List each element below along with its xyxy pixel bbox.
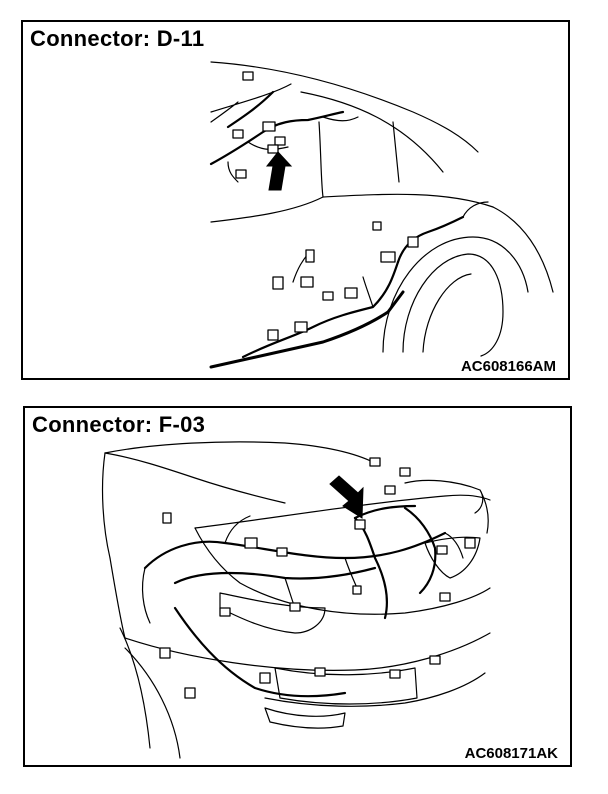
connector <box>242 71 254 81</box>
connector <box>344 287 358 299</box>
connector <box>294 321 308 333</box>
roof-harness <box>226 90 275 129</box>
tire-inner <box>422 273 472 353</box>
trunk-harness-2 <box>173 566 377 585</box>
connector <box>352 585 362 595</box>
vehicle-rear-harness-drawing <box>101 441 491 759</box>
connector-f03 <box>354 519 366 530</box>
roof-edge <box>104 441 376 464</box>
door-frame <box>210 196 324 223</box>
c-pillar <box>318 121 324 198</box>
bumper-lower <box>264 672 486 707</box>
connector <box>300 276 314 288</box>
window-edge <box>392 121 400 183</box>
pointer-arrow-icon <box>329 475 364 519</box>
exhaust <box>264 707 346 729</box>
lid-harness-2 <box>403 506 437 595</box>
connector <box>267 329 279 341</box>
trunk-edge <box>194 527 491 615</box>
branch-wire <box>444 532 464 559</box>
connector <box>384 485 396 495</box>
trunk-lid <box>194 494 491 529</box>
connector-d11 <box>267 144 279 154</box>
connector <box>259 672 271 684</box>
roof-line <box>210 61 479 153</box>
figure-code: AC608166AM <box>460 358 556 375</box>
figure-code: AC608171AK <box>464 745 558 762</box>
connector <box>244 537 258 549</box>
spoiler <box>404 479 489 534</box>
connector <box>322 291 334 301</box>
wheel-arch <box>119 627 151 749</box>
connector <box>276 547 288 557</box>
branch-wire <box>462 201 489 218</box>
tail-light-left <box>219 592 326 634</box>
sill-harness <box>209 290 405 369</box>
connector <box>262 121 276 132</box>
connector <box>407 236 419 248</box>
pointer-arrow-icon <box>265 151 293 191</box>
diagram-panel-f03: Connector: F-03 <box>23 406 572 767</box>
connector <box>464 537 476 549</box>
rear-window <box>104 452 286 504</box>
connector <box>232 129 244 139</box>
diagram-title: Connector: F-03 <box>32 412 206 437</box>
branch-wire <box>362 276 374 308</box>
connector <box>372 221 382 231</box>
c-pillar <box>101 452 111 559</box>
connector <box>159 647 171 659</box>
branch-wire <box>224 515 251 544</box>
connector <box>389 669 401 679</box>
connector <box>289 602 301 612</box>
connector <box>274 136 286 146</box>
body-line <box>210 83 292 123</box>
connector <box>399 467 411 477</box>
connector <box>439 592 451 602</box>
connector <box>429 655 441 665</box>
connector <box>436 545 448 555</box>
branch-wire <box>141 567 151 624</box>
bumper <box>124 632 491 671</box>
quarter-panel <box>322 193 494 208</box>
quarter-panel <box>109 557 126 639</box>
lower-harness <box>173 606 347 698</box>
upper-harness <box>209 110 345 166</box>
branch-wire <box>322 116 359 122</box>
wheel-arch <box>382 236 529 353</box>
connector <box>305 249 315 263</box>
lower-harness <box>241 260 400 359</box>
tire-outer <box>402 253 504 357</box>
connector <box>272 276 284 290</box>
diagram-title: Connector: D-11 <box>30 26 205 51</box>
quarter-harness <box>396 215 465 264</box>
connector <box>369 457 381 467</box>
connector <box>184 687 196 699</box>
trunk-harness <box>143 531 447 570</box>
branch-wire <box>227 161 239 183</box>
connector <box>162 512 172 524</box>
connector <box>380 251 396 263</box>
fender-line <box>492 206 554 293</box>
tire <box>124 647 181 759</box>
vehicle-side-harness-drawing <box>209 61 554 369</box>
rear-window-line <box>300 91 444 173</box>
connector <box>314 667 326 677</box>
connector <box>235 169 247 179</box>
diagram-panel-d11: Connector: D-11 <box>21 20 570 380</box>
connector <box>219 607 231 617</box>
